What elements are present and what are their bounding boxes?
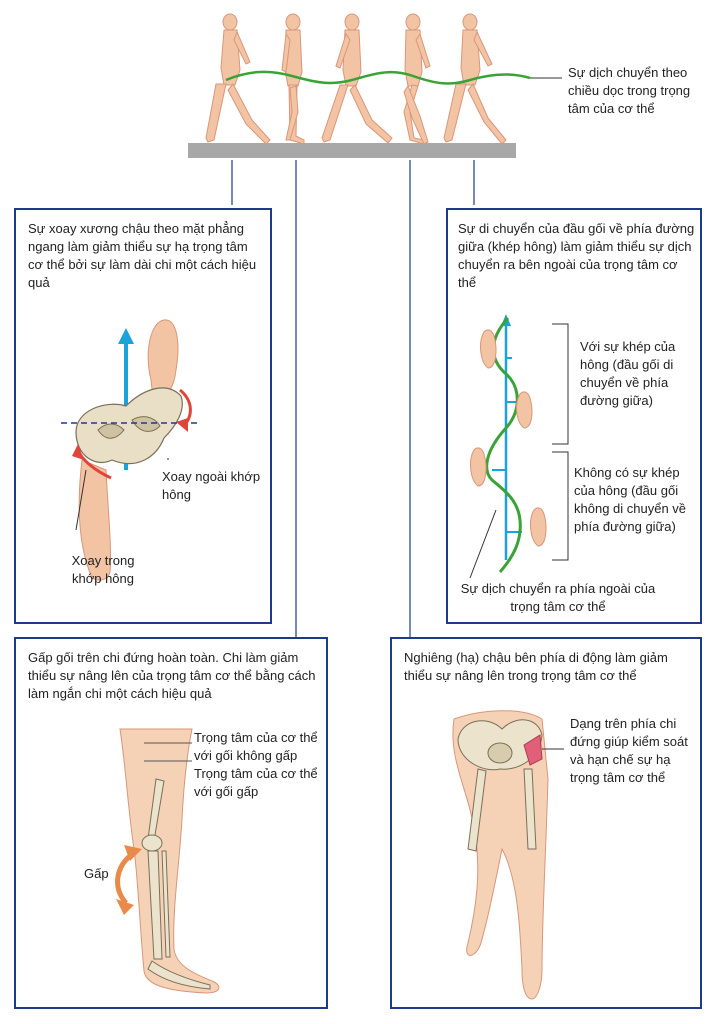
panel-pelvic-tilt: Nghiêng (hạ) chậu bên phía di động làm g…	[390, 637, 702, 1009]
label-with-adduction: Với sự khép của hông (đầu gối di chuyển …	[580, 339, 676, 408]
walking-figures	[188, 13, 562, 158]
center-of-gravity-path	[225, 70, 531, 85]
label-cog-flexion: Trọng tâm của cơ thể với gối gấp	[194, 766, 318, 799]
label-external-rotation: Xoay ngoài khớp hông	[162, 469, 261, 502]
top-caption: Sự dịch chuyển theo chiều dọc trong trọn…	[568, 65, 691, 116]
panel-pelvic-tilt-title: Nghiêng (hạ) chậu bên phía di động làm g…	[404, 650, 668, 683]
label-abduction: Dạng trên phía chi đứng giúp kiểm soát v…	[570, 716, 688, 785]
pelvis-legs-illustration	[452, 710, 564, 1000]
footprint-illustration	[469, 314, 569, 579]
walking-figure-4	[403, 13, 431, 145]
panel-pelvis-rotation-title: Sự xoay xương chậu theo mặt phẳng ngang …	[28, 221, 257, 290]
panel-knee-flexion-title: Gấp gối trên chi đứng hoàn toàn. Chi làm…	[28, 650, 316, 701]
label-lateral-displacement: Sự dịch chuyển ra phía ngoài của trọng t…	[460, 581, 656, 614]
label-cog-no-flexion: Trọng tâm của cơ thể với gối không gấp	[194, 730, 318, 763]
label-without-adduction: Không có sự khép của hông (đầu gối không…	[574, 465, 687, 534]
walking-figure-1	[205, 13, 271, 145]
pelvis-illustration	[61, 319, 201, 581]
panel-pelvis-rotation: Sự xoay xương chậu theo mặt phẳng ngang …	[14, 208, 272, 624]
leg-illustration	[115, 728, 220, 994]
panel-knee-adduction: Sự di chuyển của đầu gối về phía đường g…	[446, 208, 702, 624]
label-flexion: Gấp	[84, 866, 109, 881]
panel-knee-adduction-title: Sự di chuyển của đầu gối về phía đường g…	[458, 221, 695, 290]
panel-knee-flexion: Gấp gối trên chi đứng hoàn toàn. Chi làm…	[14, 637, 328, 1009]
walking-figure-3	[321, 13, 393, 144]
walking-figure-2	[281, 13, 305, 145]
floor	[188, 143, 516, 158]
label-internal-rotation: Xoay trong khớp hông	[71, 553, 135, 586]
